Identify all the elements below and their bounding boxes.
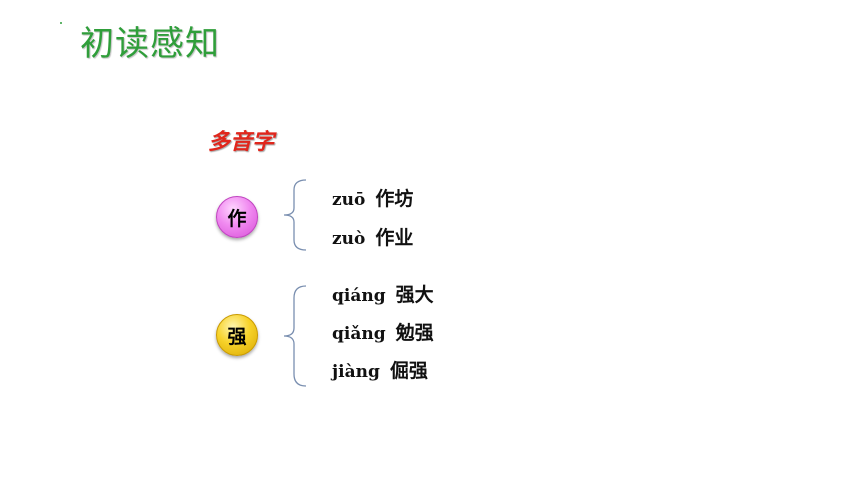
word-text: 倔强 [389, 360, 428, 382]
list-item: qiáng 强大 [332, 280, 434, 307]
brace-icon [283, 285, 307, 387]
word-text: 勉强 [395, 322, 434, 344]
word-text: 作坊 [375, 188, 414, 210]
list-item: qiǎng 勉强 [332, 318, 434, 345]
word-text: 强大 [395, 284, 434, 306]
pinyin-text: jiàng [332, 362, 380, 382]
decorative-dot [60, 22, 62, 24]
pinyin-text: qiǎng [332, 324, 386, 344]
list-item: zuō 作坊 [332, 184, 413, 211]
pinyin-text: zuō [332, 190, 366, 210]
pinyin-text: zuò [332, 229, 366, 249]
page-title: 初读感知 [80, 24, 220, 64]
brace-icon [283, 179, 307, 251]
character-badge-qiang: 强 [216, 314, 258, 356]
character-badge-zuo: 作 [216, 196, 258, 238]
list-item: zuò 作业 [332, 223, 413, 250]
list-item: jiàng 倔强 [332, 356, 428, 383]
section-subtitle: 多音字 [208, 130, 275, 155]
pinyin-text: qiáng [332, 286, 386, 306]
word-text: 作业 [375, 227, 414, 249]
